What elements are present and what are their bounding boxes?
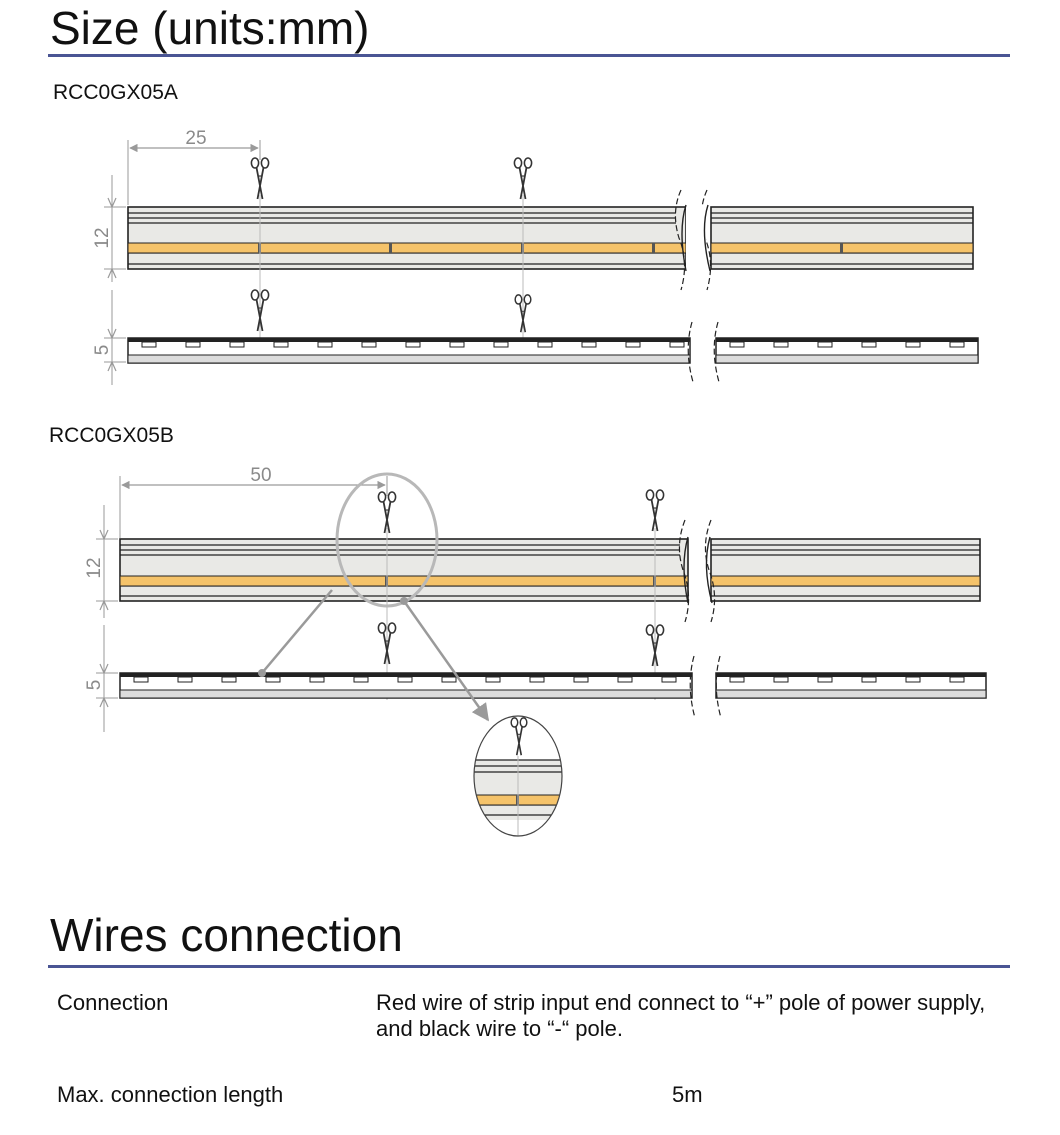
dimension-label-height-b: 5 (84, 680, 105, 691)
wires-section-rule (48, 965, 1010, 968)
scissors-icon (250, 157, 270, 200)
dimension-spacing-b: 50 (119, 465, 388, 538)
dimension-height-b: 5 (84, 625, 118, 732)
zoom-detail (473, 715, 563, 837)
dimension-label-spacing-b: 50 (250, 465, 271, 486)
dimension-drawing: 25 12 (84, 128, 987, 837)
strip-top-view-b (119, 519, 981, 700)
spec-value-max-length: 5m (672, 1082, 703, 1107)
size-section-rule (48, 54, 1010, 57)
model-label-a: RCC0GX05A (53, 81, 178, 104)
scissors-icon (377, 491, 397, 534)
dimension-label-width-a: 12 (92, 227, 113, 248)
size-section-title: Size (units:mm) (50, 2, 370, 54)
variant-a-drawing: 25 12 (92, 128, 979, 385)
dimension-label-height-a: 5 (92, 345, 113, 356)
spec-value-connection: Red wire of strip input end connect to “… (376, 990, 986, 1042)
wires-section-title: Wires connection (50, 909, 403, 961)
variant-b-drawing: 50 12 (84, 465, 987, 837)
strip-side-view-a (127, 321, 979, 383)
strip-top-view-a (127, 189, 974, 360)
strip-side-view-b (119, 655, 987, 719)
scissors-icon (513, 157, 533, 200)
spec-label-max-length: Max. connection length (57, 1082, 284, 1107)
spec-label-connection: Connection (57, 990, 169, 1015)
magnifier-circle (335, 472, 439, 608)
callout-arrows (258, 589, 490, 722)
scissors-icon (645, 489, 665, 532)
dimension-width-a: 12 (92, 175, 126, 282)
dimension-height-a: 5 (92, 290, 126, 385)
dimension-label-spacing-a: 25 (185, 128, 206, 149)
dimension-label-width-b: 12 (84, 557, 105, 578)
model-label-b: RCC0GX05B (49, 424, 174, 447)
dimension-width-b: 12 (84, 505, 118, 618)
dimension-spacing-a: 25 (127, 128, 261, 205)
